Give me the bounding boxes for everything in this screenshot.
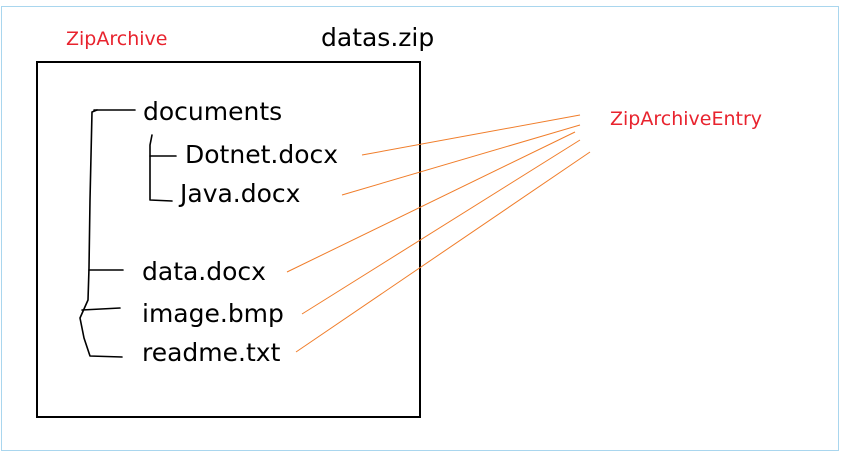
- entry-connectors: [286, 114, 591, 353]
- connector-java-docx: [341, 124, 581, 196]
- connector-data-docx: [286, 131, 576, 273]
- ziparchiveentry-label: ZipArchiveEntry: [610, 108, 762, 130]
- connector-dotnet-docx: [361, 114, 581, 156]
- file-data-docx: data.docx: [142, 257, 266, 286]
- folder-documents: documents: [143, 97, 282, 126]
- connector-image-bmp: [301, 139, 581, 315]
- archive-box: [36, 61, 421, 418]
- file-java-docx: Java.docx: [178, 179, 300, 208]
- connector-readme-txt: [295, 151, 591, 353]
- ziparchive-label: ZipArchive: [66, 28, 167, 50]
- file-dotnet-docx: Dotnet.docx: [185, 140, 338, 169]
- tree-lines: [79, 109, 177, 358]
- file-image-bmp: image.bmp: [142, 299, 284, 328]
- file-readme-txt: readme.txt: [142, 338, 281, 367]
- outer-border: [1, 6, 839, 451]
- sub-trunk: [149, 134, 173, 202]
- branch-image-bmp: [81, 307, 121, 311]
- tree-trunk: [79, 109, 123, 358]
- archive-file-name: datas.zip: [321, 23, 434, 52]
